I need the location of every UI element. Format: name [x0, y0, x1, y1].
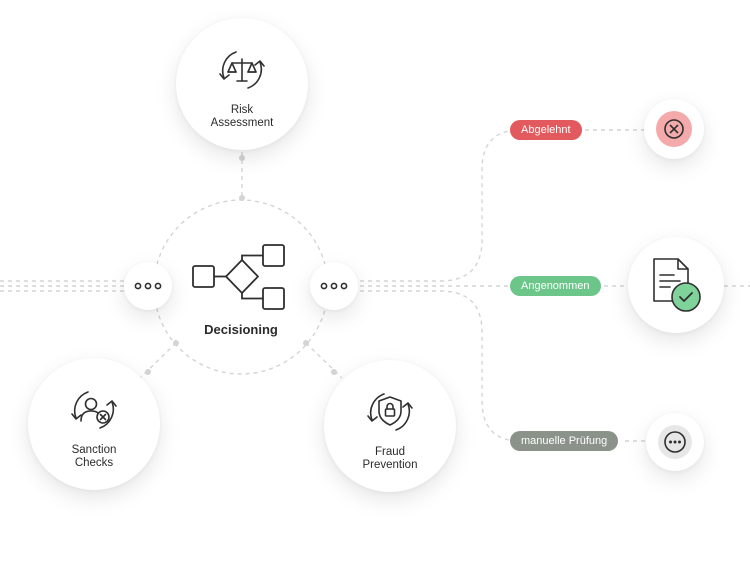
sanction-checks-label: Sanction Checks [71, 444, 117, 469]
decisioning-center[interactable]: Decisioning [154, 200, 328, 374]
more-dots-icon [320, 282, 348, 290]
fraud-prevention-label: Fraud Prevention [362, 446, 418, 471]
scale-icon [219, 51, 265, 89]
outcome-pill-rejected: Abgelehnt [510, 120, 582, 140]
more-dots-icon [134, 282, 162, 290]
outcome-pill-manual-review: manuelle Prüfung [510, 431, 619, 451]
sanction-checks-node[interactable]: Sanction Checks [28, 358, 160, 490]
risk-assessment-label: Risk Assessment [210, 104, 274, 129]
manual-review-outcome-node[interactable] [646, 413, 704, 471]
flowchart-icon [192, 244, 285, 310]
rejected-outcome-node[interactable] [644, 99, 704, 159]
dots-circle-icon [658, 425, 692, 459]
document-check-icon [653, 258, 701, 312]
decisioning-label: Decisioning [204, 322, 278, 337]
accepted-outcome-node[interactable] [628, 237, 724, 333]
right-dots-connector[interactable] [310, 262, 358, 310]
fraud-prevention-node[interactable]: Fraud Prevention [324, 360, 456, 492]
x-circle-icon [656, 111, 692, 147]
shield-lock-icon [367, 393, 413, 431]
person-x-icon [71, 391, 117, 429]
risk-assessment-node[interactable]: Risk Assessment [176, 18, 308, 150]
outcome-pill-accepted: Angenommen [510, 276, 601, 296]
left-dots-connector[interactable] [124, 262, 172, 310]
